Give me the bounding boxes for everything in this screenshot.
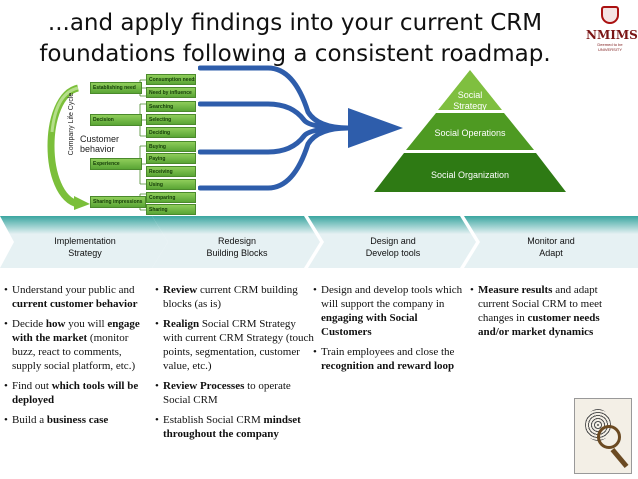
chevron-shape: [0, 216, 168, 268]
crest-icon: [601, 6, 619, 24]
leaf-using: Using: [146, 179, 196, 190]
pyramid-level-social-strategy: Social Strategy: [453, 90, 487, 111]
leaf-consumption-needs: Consumption needs: [146, 74, 196, 85]
leaf-searching: Searching: [146, 101, 196, 112]
leaf-buying: Buying: [146, 141, 196, 152]
leaf-sharing: Sharing: [146, 204, 196, 215]
leaf-need-by-influence: Need by influence: [146, 87, 196, 98]
logo-subtext: Deemed to be UNIVERSITY: [597, 42, 623, 52]
phase-label-line2: Adapt: [539, 248, 563, 258]
phase-label-line1: Design and: [370, 236, 416, 246]
chevron-shape: [152, 216, 320, 268]
pyramid-level-social-operations: Social Operations: [434, 128, 506, 138]
tree-connectors: [134, 79, 146, 211]
phase-label-line1: Implementation: [54, 236, 116, 246]
leaf-selecting: Selecting: [146, 114, 196, 125]
group-establishing-need: Establishing need: [90, 82, 142, 94]
list-item: Review current CRM building blocks (as i…: [155, 283, 315, 311]
converging-arrows-icon: [198, 65, 403, 191]
logo-text: NMIMS: [586, 28, 638, 42]
list-item: Build a business case: [4, 413, 148, 427]
chevron-shape: [308, 216, 476, 268]
phase-design-develop-tools: Design and Develop tools: [308, 216, 478, 268]
leaf-deciding: Deciding: [146, 127, 196, 138]
pyramid-level-social-organization: Social Organization: [430, 170, 510, 180]
list-item: Decide how you will engage with the mark…: [4, 317, 148, 373]
leaf-comparing: Comparing: [146, 192, 196, 203]
group-sharing-impressions: Sharing impressions: [90, 196, 146, 208]
list-item: Review Processes to operate Social CRM: [155, 379, 315, 407]
list-item: Design and develop tools which will supp…: [313, 283, 463, 339]
fingerprint-magnifier-image: [574, 398, 632, 474]
list-item: Understand your public and current custo…: [4, 283, 148, 311]
group-decision: Decision: [90, 114, 142, 126]
group-experience: Experience: [90, 158, 142, 170]
column-design-develop-tools: Design and develop tools which will supp…: [313, 283, 463, 379]
phase-label-line2: Building Blocks: [206, 248, 268, 258]
customer-behavior-label: Customer behavior: [80, 134, 120, 154]
list-item: Measure results and adapt current Social…: [470, 283, 620, 339]
nmims-logo: NMIMS Deemed to be UNIVERSITY: [586, 6, 638, 60]
column-implementation-strategy: Understand your public and current custo…: [4, 283, 148, 433]
chevron-shape: [464, 216, 638, 268]
phase-implementation-strategy: Implementation Strategy: [0, 216, 170, 268]
phase-label-line2: Develop tools: [365, 248, 421, 258]
column-monitor-adapt: Measure results and adapt current Social…: [470, 283, 620, 345]
social-pyramid: [374, 70, 566, 192]
list-item: Find out which tools will be deployed: [4, 379, 148, 407]
column-redesign-building-blocks: Review current CRM building blocks (as i…: [155, 283, 315, 447]
magnifier-icon: [597, 425, 621, 449]
phase-monitor-adapt: Monitor and Adapt: [464, 216, 638, 268]
slide-title: ...and apply findings into your current …: [39, 10, 551, 67]
life-cycle-arrow-icon: [47, 84, 90, 210]
phase-redesign-building-blocks: Redesign Building Blocks: [152, 216, 322, 268]
leaf-paying: Paying: [146, 153, 196, 164]
phase-label-line1: Redesign: [217, 236, 257, 246]
list-item: Realign Social CRM Strategy with current…: [155, 317, 315, 373]
list-item: Train employees and close the recognitio…: [313, 345, 463, 373]
phase-label-line2: Strategy: [68, 248, 102, 258]
list-item: Establish Social CRM mindset throughout …: [155, 413, 315, 441]
leaf-receiving: Receiving: [146, 166, 196, 177]
phase-label-line1: Monitor and: [527, 236, 575, 246]
